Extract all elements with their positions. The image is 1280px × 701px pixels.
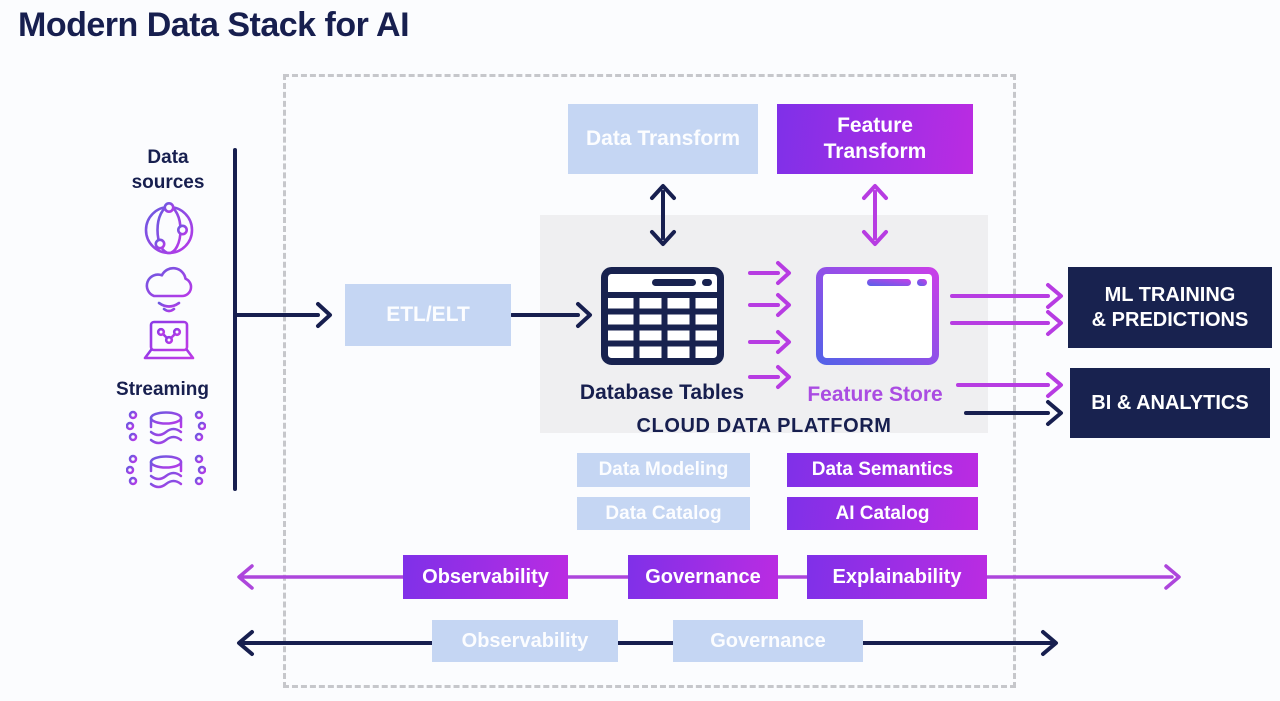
ai-catalog-box: AI Catalog	[787, 497, 978, 530]
cloud-data-platform-label: CLOUD DATA PLATFORM	[636, 415, 892, 437]
data-sources-label: Data sources	[131, 147, 205, 193]
observability-blue-box: Observability	[432, 620, 618, 662]
data-semantics-box: Data Semantics	[787, 453, 978, 487]
explainability-purple-box: Explainability	[807, 555, 987, 599]
governance-blue-box: Governance	[673, 620, 863, 662]
feature-store-icon	[815, 266, 940, 366]
bi-analytics-box: BI & ANALYTICS	[1070, 368, 1270, 438]
feature-transform-line2: Transform	[823, 140, 927, 163]
data-catalog-box: Data Catalog	[577, 497, 750, 530]
streaming-label: Streaming	[116, 379, 209, 400]
database-tables-label: Database Tables	[579, 381, 745, 404]
cloud-streaming-icon	[137, 262, 201, 321]
feature-transform-box: Feature Transform	[777, 104, 973, 174]
streaming-database-icon	[125, 452, 207, 499]
etl-elt-box: ETL/ELT	[345, 284, 511, 346]
observability-purple-box: Observability	[403, 555, 568, 599]
globe-network-icon	[138, 200, 200, 265]
page-title: Modern Data Stack for AI	[18, 6, 410, 44]
feature-transform-line1: Feature	[837, 113, 913, 137]
data-modeling-box: Data Modeling	[577, 453, 750, 487]
data-transform-box: Data Transform	[568, 104, 758, 174]
laptop-share-icon	[140, 316, 198, 371]
governance-purple-box: Governance	[628, 555, 778, 599]
ml-label-line2: & PREDICTIONS	[1091, 308, 1249, 331]
ml-label-line1: ML TRAINING	[1104, 283, 1236, 306]
streaming-database-icon	[125, 408, 207, 455]
ml-training-predictions-box: ML TRAINING & PREDICTIONS	[1068, 267, 1272, 348]
feature-store-label: Feature Store	[807, 383, 943, 406]
database-tables-icon	[600, 266, 725, 366]
